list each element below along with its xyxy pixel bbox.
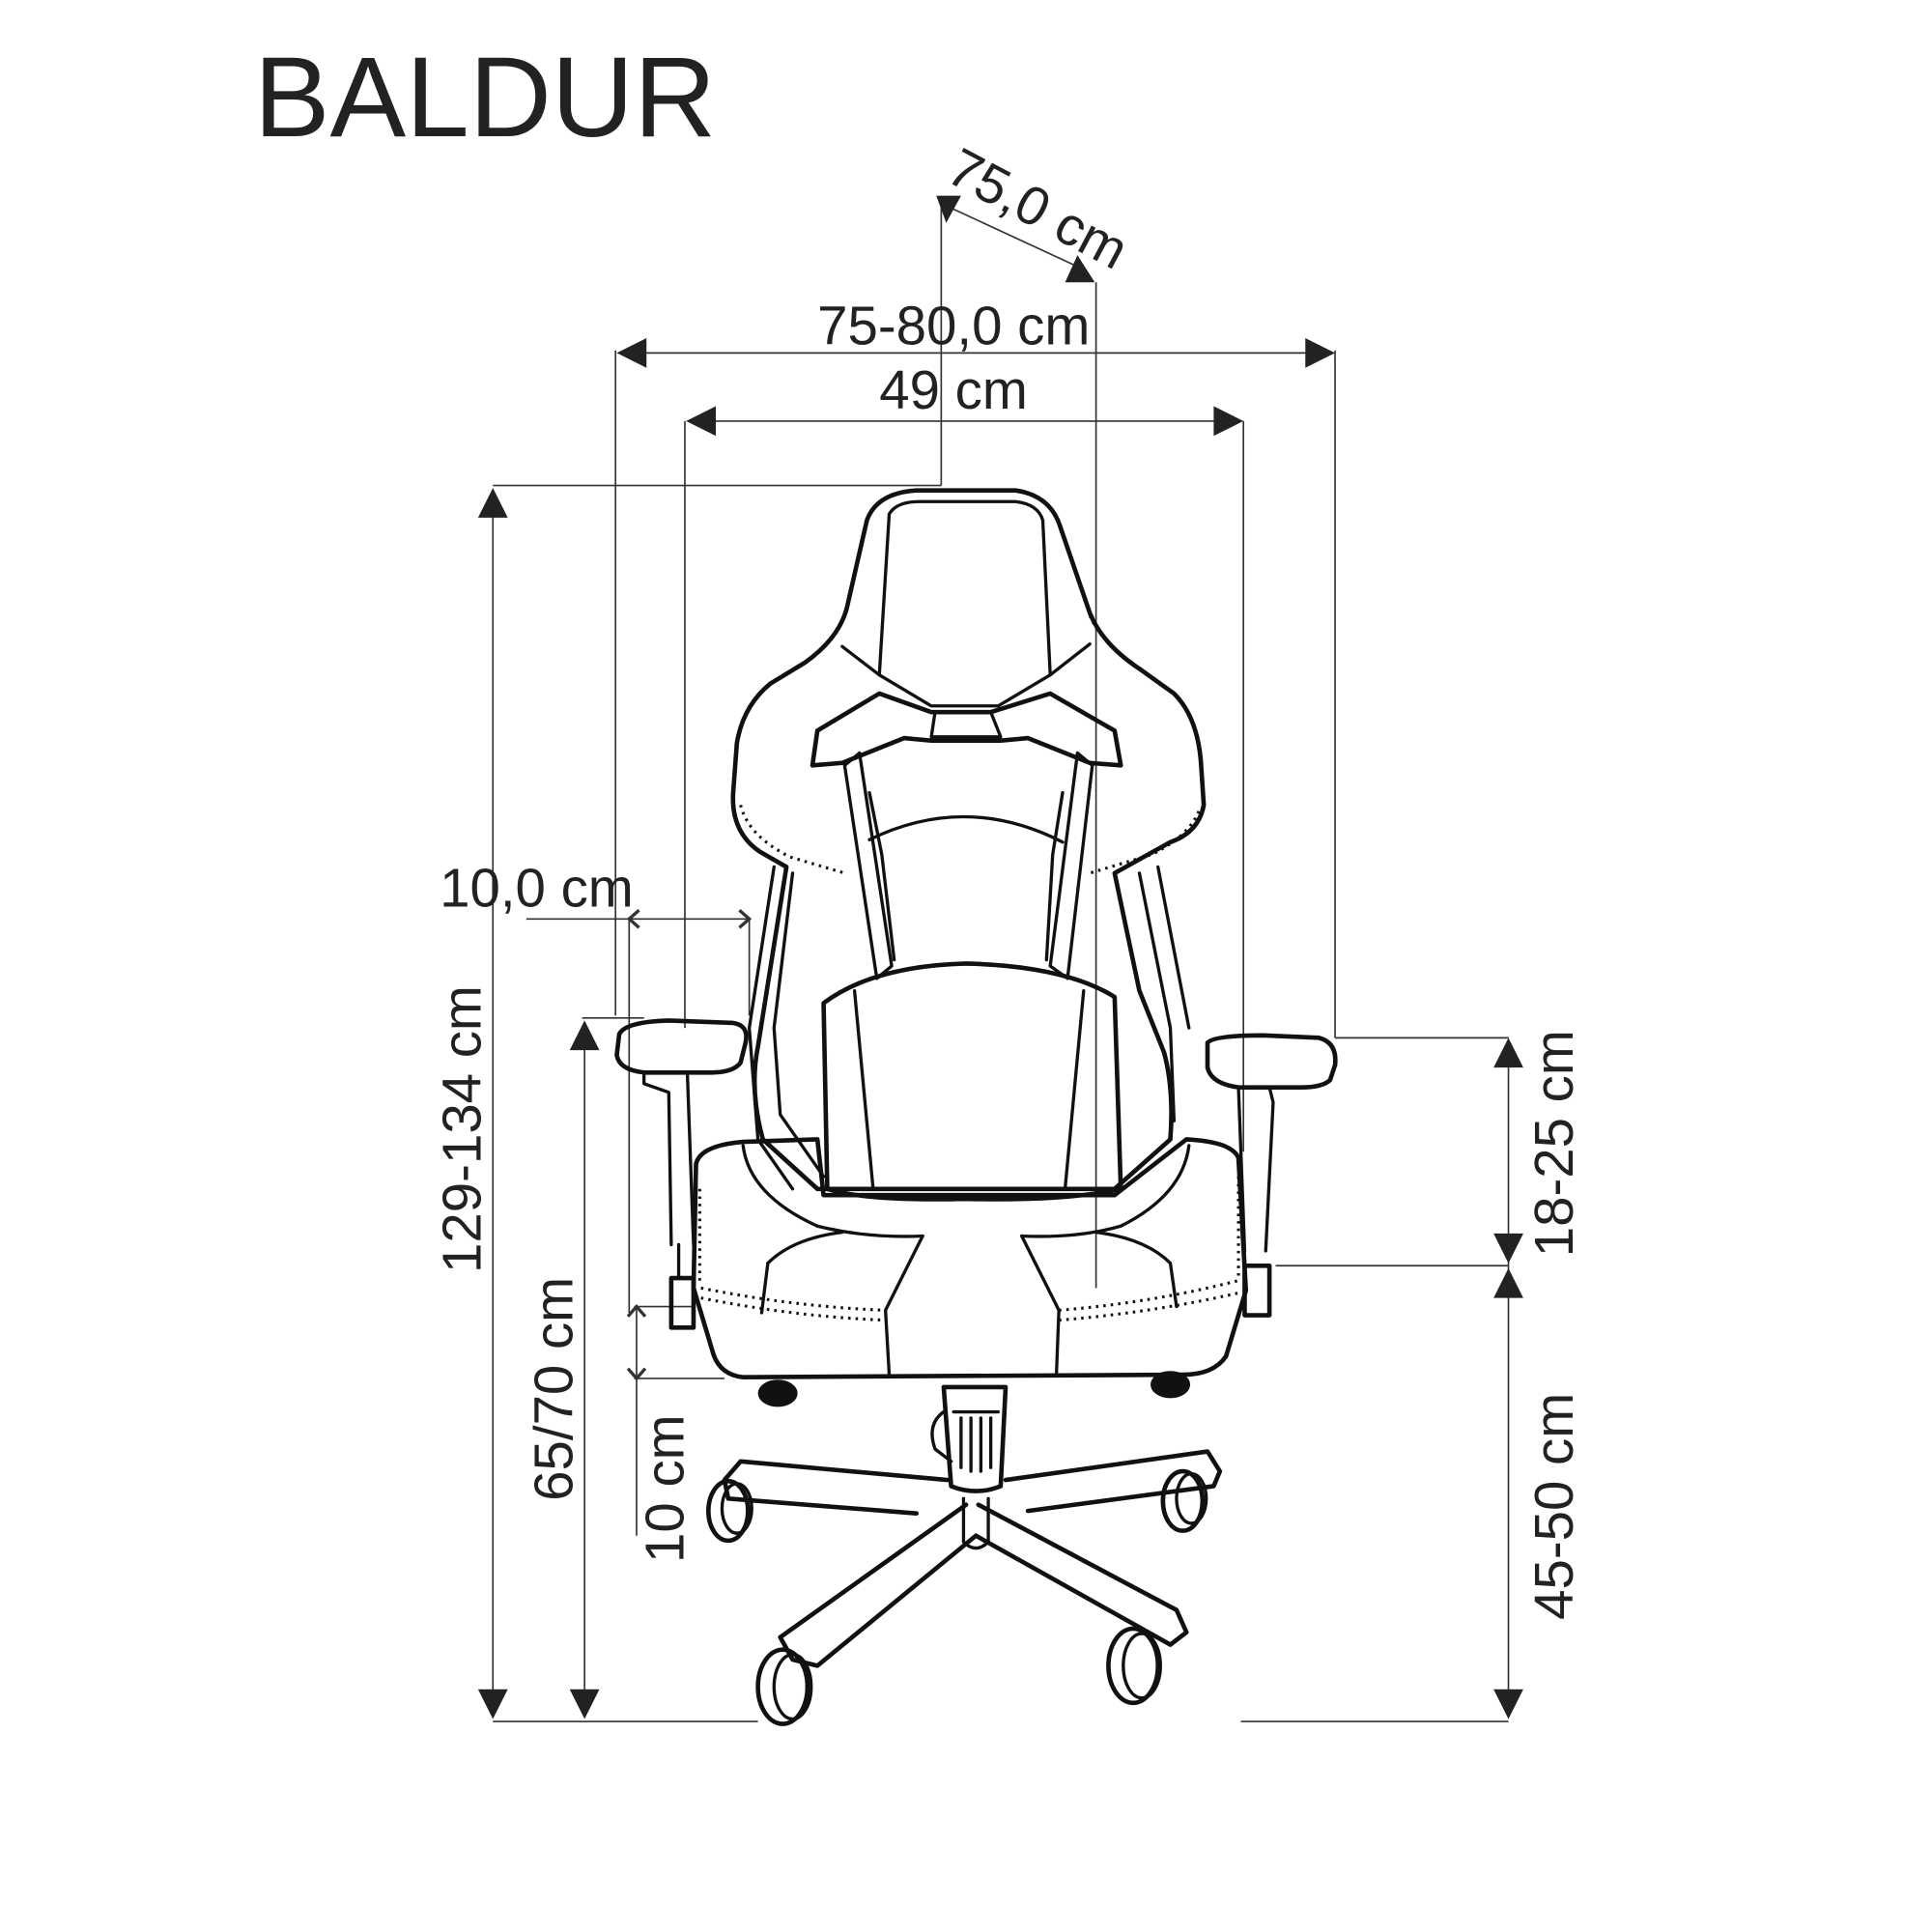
seat-foot-right [1151, 1371, 1191, 1399]
caster-back-left [706, 1479, 753, 1544]
label-seat-width: 49 cm [879, 359, 1028, 420]
label-seat-height: 45-50 cm [1523, 1393, 1584, 1620]
label-overall-width: 75-80,0 cm [817, 295, 1090, 355]
caster-front-left [755, 1647, 813, 1726]
caster-back-right [1160, 1468, 1208, 1533]
label-armrest-height: 65/70 cm [523, 1277, 583, 1501]
seat-foot-left [757, 1379, 798, 1407]
base-leg-right [1003, 1449, 1223, 1514]
base-leg-front-left [778, 1502, 979, 1668]
label-armrest-offset: 10,0 cm [440, 857, 634, 918]
label-total-height: 129-134 cm [431, 985, 492, 1273]
caster-front-right [1106, 1626, 1162, 1706]
headrest-panel [877, 499, 1052, 708]
dimension-lines [477, 195, 1523, 1722]
base-leg-front-right [973, 1502, 1189, 1647]
chair-illustration [614, 488, 1338, 1726]
dimension-labels: 75,0 cm 75-80,0 cm 49 cm 10,0 cm 129-134… [431, 136, 1584, 1620]
base-leg-left [722, 1459, 951, 1516]
armrest-right [1205, 1033, 1338, 1090]
backrest-shell [730, 488, 1207, 1192]
label-armrest-above-seat: 18-25 cm [1523, 1030, 1584, 1257]
armrest-left [614, 1018, 749, 1075]
label-seat-thickness: 10 cm [635, 1414, 696, 1563]
label-depth: 75,0 cm [938, 136, 1138, 281]
gas-lift [941, 1384, 1009, 1493]
product-title: BALDUR [254, 33, 716, 160]
harness-strap-left [842, 751, 894, 980]
harness-strap-right [1048, 751, 1094, 980]
